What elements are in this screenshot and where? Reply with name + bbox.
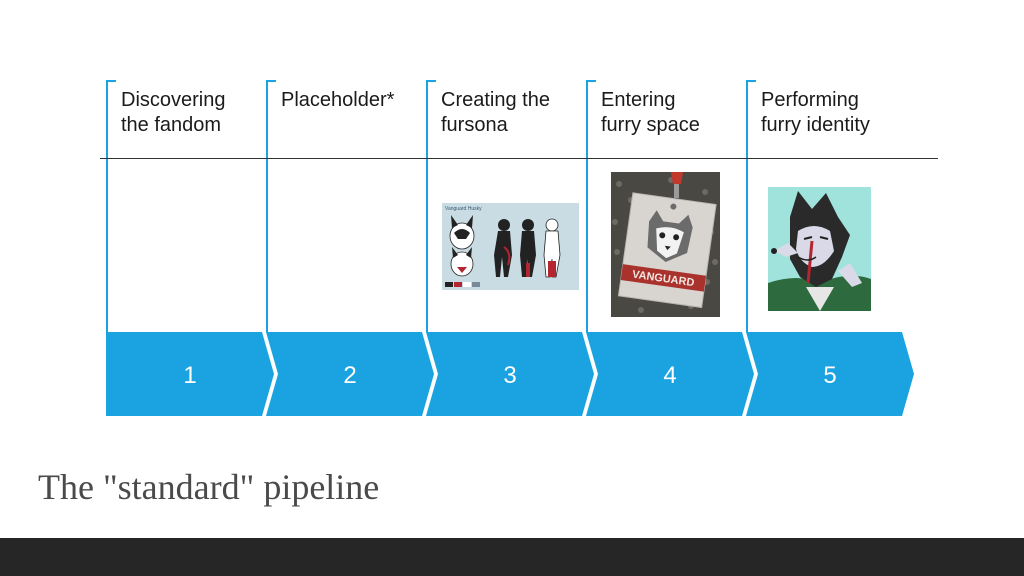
- stage-label-1-line1: Discovering: [121, 89, 226, 111]
- stage-bracket-4: [586, 80, 596, 332]
- chevron-step-1: [106, 332, 274, 416]
- stage-label-4-line1: Entering: [601, 89, 676, 111]
- stage-label-5-line1: Performing: [761, 89, 859, 111]
- reference-sheet-image: Vanguard Husky: [442, 203, 579, 290]
- step-number-1: 1: [183, 362, 196, 389]
- stage-label-5: Performing furry identity: [761, 88, 870, 138]
- stage-bracket-1: [106, 80, 116, 332]
- stage-label-2: Placeholder*: [281, 88, 394, 113]
- step-number-5: 5: [823, 362, 836, 389]
- chevron-step-2: [266, 332, 434, 416]
- step-number-2: 2: [343, 362, 356, 389]
- stage-label-2-line1: Placeholder*: [281, 89, 395, 111]
- character-portrait-image: [768, 187, 871, 311]
- chevron-step-5: [746, 332, 914, 416]
- stage-label-3-line1: Creating the: [441, 89, 550, 111]
- stage-bracket-5: [746, 80, 756, 332]
- stage-label-1-line2: the fandom: [121, 114, 222, 136]
- stage-label-4: Entering furry space: [601, 88, 700, 138]
- chevron-step-3: [426, 332, 594, 416]
- reference-sheet-header: Vanguard Husky: [445, 206, 482, 212]
- step-number-3: 3: [503, 362, 516, 389]
- stage-bracket-3: [426, 80, 436, 332]
- stage-label-4-line2: furry space: [601, 114, 700, 136]
- footer-bar: [0, 538, 1024, 576]
- slide-caption: The "standard" pipeline: [38, 467, 380, 507]
- stage-label-3: Creating the fursona: [441, 88, 550, 138]
- stage-label-1: Discovering the fandom: [121, 88, 225, 138]
- timeline-divider: [100, 158, 938, 159]
- stage-label-3-line2: fursona: [441, 114, 508, 136]
- stage-label-5-line2: furry identity: [761, 114, 870, 136]
- step-number-4: 4: [663, 362, 676, 389]
- chevron-step-4: [586, 332, 754, 416]
- con-badge-photo: VANGUARD: [611, 172, 720, 317]
- stage-bracket-2: [266, 80, 276, 332]
